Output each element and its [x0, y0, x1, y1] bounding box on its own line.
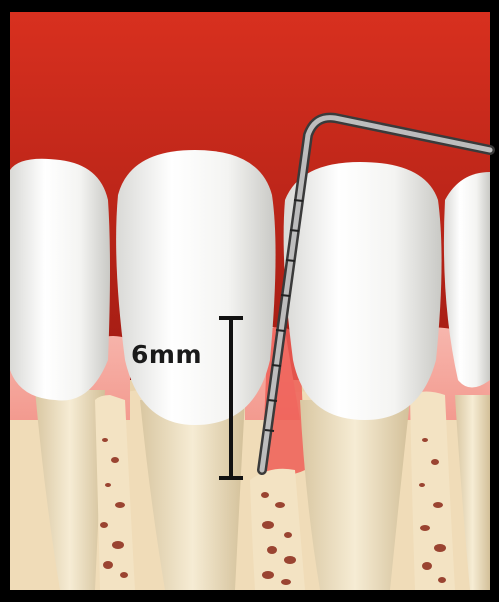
tooth-crowns [10, 150, 490, 425]
measurement-label: 6mm [131, 340, 202, 369]
tooth-right [284, 162, 442, 420]
tooth-left [10, 159, 110, 401]
tooth-center [116, 150, 275, 425]
